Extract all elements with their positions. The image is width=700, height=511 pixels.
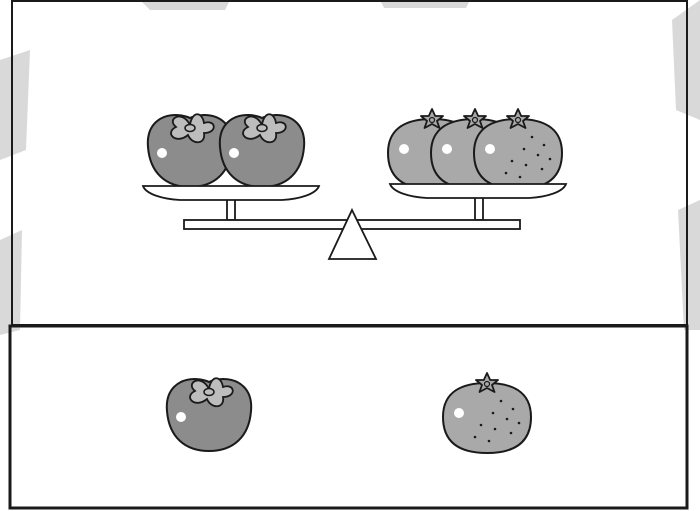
balance-scale [141, 108, 568, 260]
bottom-panel [8, 324, 689, 510]
top-panel [11, 0, 688, 326]
right-pan-fruits [387, 108, 563, 190]
right-pan [388, 183, 568, 199]
persimmon [218, 113, 306, 188]
fruit-legend [165, 372, 532, 454]
left-pan-fruits [146, 113, 306, 188]
right-post [474, 195, 484, 221]
background-sketch-marks [0, 0, 700, 335]
left-pan [141, 185, 321, 201]
tangerine-legend-item [442, 372, 532, 454]
scale-fulcrum [327, 207, 378, 260]
persimmon-legend-item [165, 377, 253, 452]
